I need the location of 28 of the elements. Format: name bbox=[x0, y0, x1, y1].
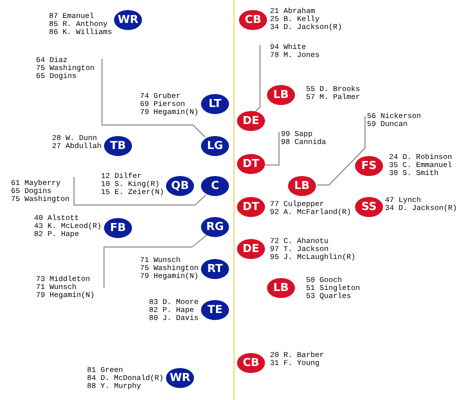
position-oval: C bbox=[201, 176, 229, 196]
position-oval: DT bbox=[237, 154, 265, 174]
position-oval: QB bbox=[166, 176, 194, 196]
position-oval: CB bbox=[237, 353, 265, 373]
leader-line bbox=[316, 116, 366, 186]
position-oval: DE bbox=[237, 111, 265, 131]
leader-line bbox=[254, 44, 260, 112]
position-oval: TB bbox=[104, 136, 132, 156]
position-oval: CB bbox=[239, 10, 267, 30]
position-oval: LB bbox=[267, 85, 295, 105]
leader-line bbox=[74, 176, 206, 206]
position-oval: LT bbox=[201, 94, 229, 114]
position-oval: LB bbox=[267, 278, 295, 298]
leader-line bbox=[104, 234, 208, 288]
position-oval: SS bbox=[355, 197, 383, 217]
position-oval: WR bbox=[114, 10, 142, 30]
position-oval: FB bbox=[104, 218, 132, 238]
position-oval: RG bbox=[201, 217, 229, 237]
position-oval: WR bbox=[166, 368, 194, 388]
position-oval: LB bbox=[288, 176, 316, 196]
position-oval: RT bbox=[201, 259, 229, 279]
position-oval: DT bbox=[237, 197, 265, 217]
position-oval: LG bbox=[201, 136, 229, 156]
position-oval: FS bbox=[355, 156, 383, 176]
leader-line bbox=[102, 58, 206, 138]
leader-line bbox=[264, 132, 280, 166]
position-oval: DE bbox=[237, 239, 265, 259]
position-oval: TE bbox=[201, 300, 229, 320]
